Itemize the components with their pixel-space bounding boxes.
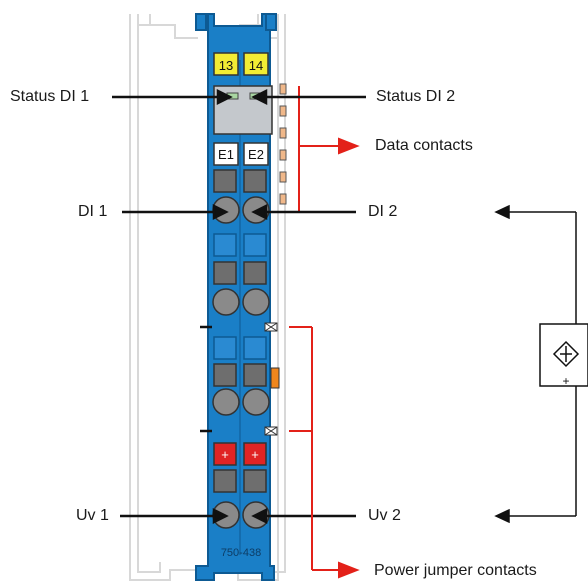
clamp-6: [242, 388, 270, 416]
release-button-2: [243, 169, 267, 193]
clamp-5: [212, 388, 240, 416]
label-e2-text: E2: [248, 147, 264, 162]
part-number: 750-438: [221, 547, 261, 559]
marker-14-text: 14: [249, 58, 263, 73]
release-button-3: [213, 261, 237, 285]
top-clip-right: [265, 13, 277, 31]
marker-14: [243, 52, 269, 76]
label-uv2: Uv 2: [368, 507, 401, 524]
left-leaders: [112, 88, 233, 525]
label-status-di2: Status DI 2: [376, 88, 456, 105]
release-button-5: [213, 363, 237, 387]
right-leaders: [251, 88, 366, 525]
label-status-di1: Status DI 1: [10, 88, 90, 105]
release-button-6: [243, 363, 267, 387]
orange-contact: [270, 367, 280, 389]
sensor-wiring: [494, 204, 577, 524]
sensor-box: [539, 323, 588, 387]
proximity-sensor-icon: [552, 340, 580, 368]
plus-button-1: [213, 442, 237, 466]
clamp-3: [212, 288, 240, 316]
jumper-slot-1: [213, 233, 237, 257]
release-button-4: [243, 261, 267, 285]
jumper-slot-3: [213, 336, 237, 360]
label-power-jumper-contacts: Power jumper contacts: [374, 562, 537, 579]
label-data-contacts: Data contacts: [375, 137, 473, 154]
label-e1-text: E1: [218, 147, 234, 162]
sensor-plus: +: [562, 374, 569, 388]
top-clip-left: [195, 13, 207, 31]
label-di1: DI 1: [78, 203, 108, 220]
marker-13-text: 13: [219, 58, 233, 73]
plus-button-2: [243, 442, 267, 466]
label-e2-box: [243, 142, 269, 166]
data-contact-pins: [279, 83, 287, 205]
release-button-1: [213, 169, 237, 193]
release-button-8: [243, 469, 267, 493]
red-arrows: [289, 137, 360, 579]
clamp-4: [242, 288, 270, 316]
label-e1-box: [213, 142, 239, 166]
jumper-slot-4: [243, 336, 267, 360]
label-uv1: Uv 1: [76, 507, 109, 524]
jumper-slot-2: [243, 233, 267, 257]
label-di2: DI 2: [368, 203, 398, 220]
release-button-7: [213, 469, 237, 493]
plus-label-2: +: [251, 447, 259, 462]
marker-13: [213, 52, 239, 76]
plus-label-1: +: [221, 447, 229, 462]
